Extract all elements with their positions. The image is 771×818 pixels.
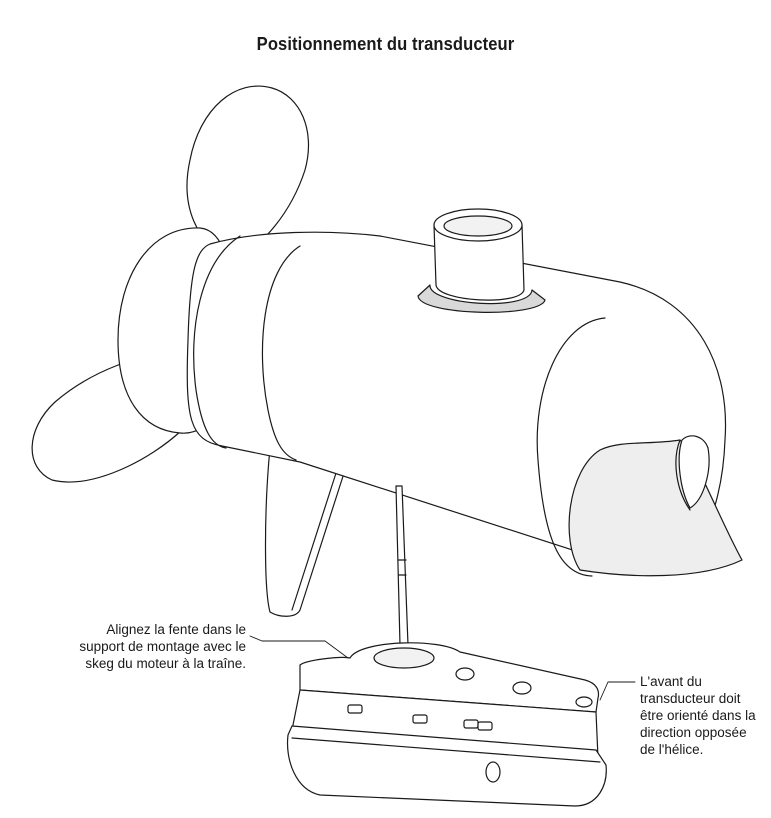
callout-slot-line-2: support de montage avec le: [79, 639, 246, 654]
propeller: [31, 85, 310, 483]
skeg-edge: [291, 469, 338, 611]
transducer-shell: [286, 725, 607, 807]
motor-nose-detail: [675, 439, 691, 511]
callout-transducer-front: L'avant du transducteur doit être orient…: [640, 673, 756, 758]
bracket-clip-3: [463, 719, 479, 729]
skeg: [264, 447, 346, 617]
motor-nose-rim: [536, 317, 606, 577]
motor-nose-bump: [678, 435, 710, 509]
leader-lines: [249, 635, 636, 701]
callout-front-line-4: direction opposée: [640, 725, 747, 740]
bracket-hole-1: [455, 667, 475, 681]
transducer-shell-rim: [291, 737, 601, 763]
bracket-hole-2: [512, 681, 532, 695]
leader-line-front: [599, 681, 636, 701]
bracket-clip-1: [347, 704, 363, 714]
callout-slot-line-1: Alignez la fente dans le: [106, 622, 246, 637]
mounting-strap: [395, 485, 409, 646]
callout-slot-alignment: Alignez la fente dans le support de mont…: [79, 621, 246, 672]
collar-base: [417, 284, 546, 313]
diagram-title: Positionnement du transducteur: [256, 34, 515, 54]
callout-front-line-1: L'avant du: [640, 674, 702, 689]
bracket-hole-3: [575, 696, 593, 708]
motor-body: [186, 231, 743, 577]
callout-front-line-2: transducteur doit: [640, 691, 741, 706]
collar-inner: [443, 215, 513, 237]
motor-band-2: [261, 245, 301, 461]
collar-body: [433, 224, 525, 301]
bracket-clip-2: [412, 714, 428, 724]
callout-front-line-3: être orienté dans la: [640, 708, 756, 723]
bracket-clip-4: [477, 721, 493, 731]
bracket-slot: [373, 647, 435, 669]
motor-band-1: [193, 235, 241, 449]
transducer-nose-cap: [485, 761, 501, 783]
shaft-collar: [417, 208, 546, 313]
callout-front-line-5: de l'hélice.: [640, 742, 704, 757]
transducer: [286, 642, 607, 807]
strap-rod: [395, 485, 409, 646]
callout-slot-line-3: skeg du moteur à la traîne.: [85, 656, 246, 671]
leader-line-slot: [249, 635, 349, 659]
